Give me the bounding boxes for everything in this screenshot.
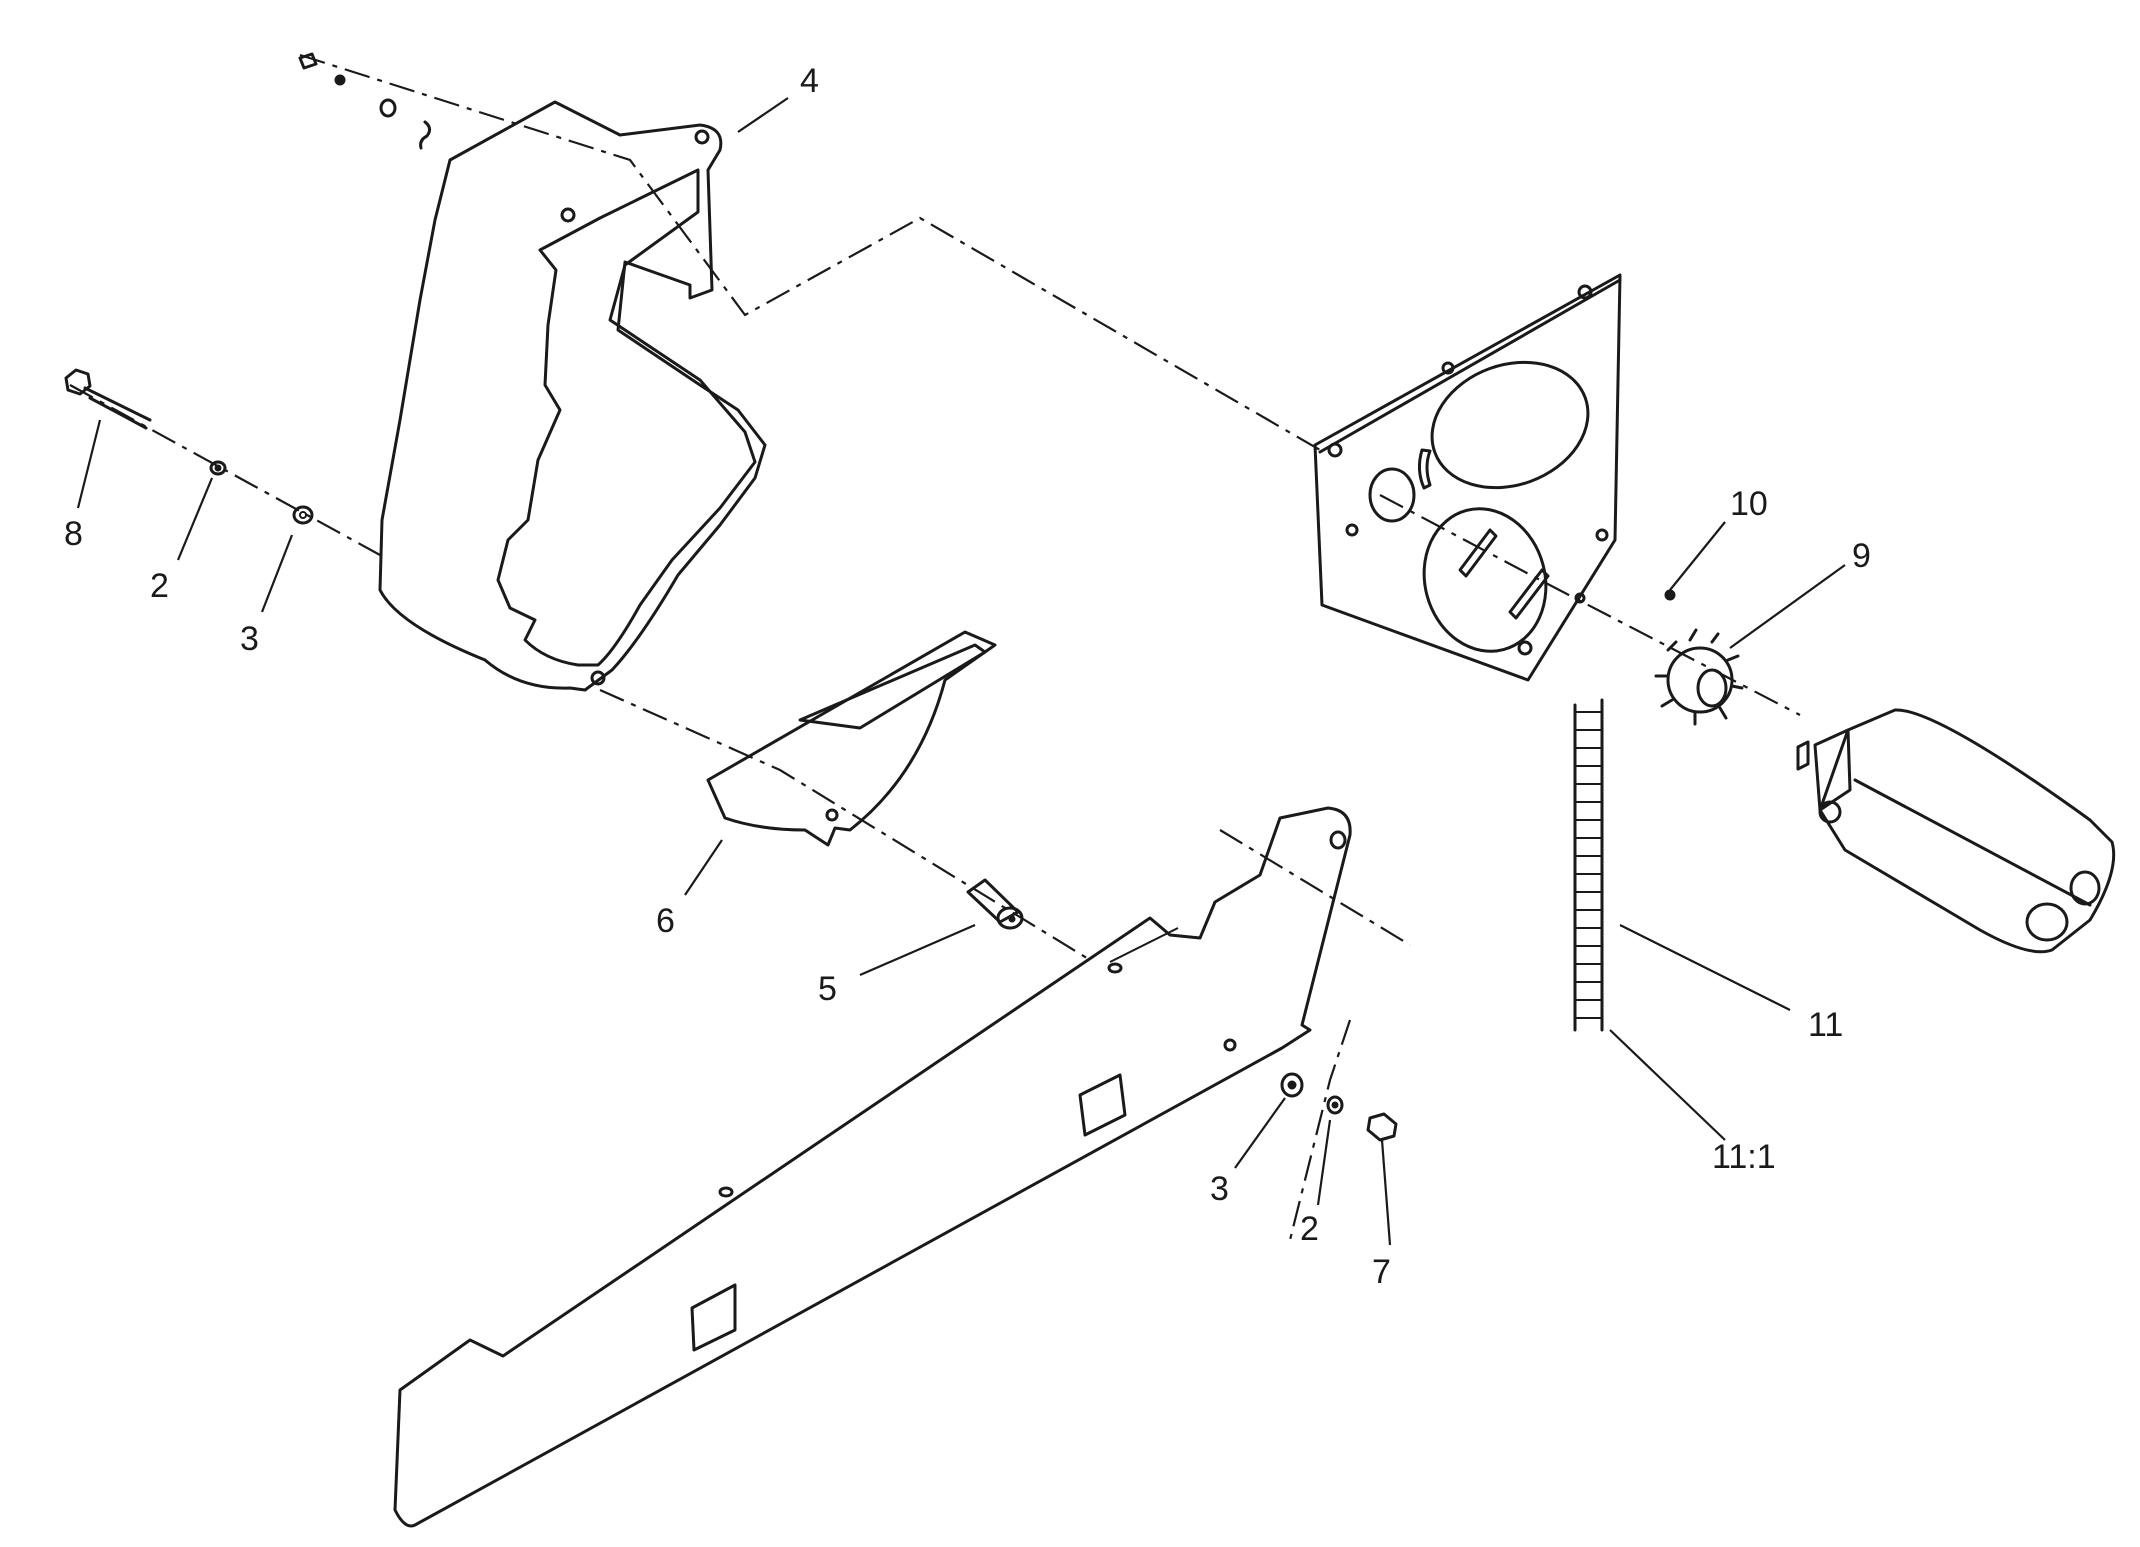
callout-8: 8 — [64, 515, 83, 553]
chain-shield — [706, 630, 997, 847]
drive-chain — [1573, 698, 1604, 1032]
callout-2-left: 2 — [150, 567, 169, 605]
sprocket-assembly — [1654, 589, 1744, 726]
lower-bracket — [393, 806, 1352, 1528]
callout-6: 6 — [656, 902, 675, 940]
callout-5: 5 — [818, 970, 837, 1008]
callout-labels: 4 8 2 3 6 5 10 9 11 11:1 3 2 7 — [64, 62, 1871, 1291]
callout-10: 10 — [1730, 485, 1768, 523]
motor-mount-plate — [1313, 273, 1622, 682]
callout-2-right: 2 — [1300, 1210, 1319, 1248]
hydraulic-motor — [1796, 708, 2116, 954]
callout-3-right: 3 — [1210, 1170, 1229, 1208]
spacer — [966, 878, 1024, 930]
callout-4: 4 — [800, 62, 819, 100]
bottom-fasteners — [1280, 1072, 1398, 1142]
callout-11-1: 11:1 — [1712, 1138, 1776, 1176]
callout-3-left: 3 — [240, 620, 259, 658]
leader-lines — [76, 97, 1846, 1246]
callout-11: 11 — [1808, 1006, 1843, 1044]
top-fasteners — [298, 52, 432, 150]
callout-9: 9 — [1852, 537, 1871, 575]
callout-7: 7 — [1372, 1253, 1391, 1291]
drive-cover — [378, 100, 767, 692]
bolt-and-washers-left — [64, 368, 314, 525]
